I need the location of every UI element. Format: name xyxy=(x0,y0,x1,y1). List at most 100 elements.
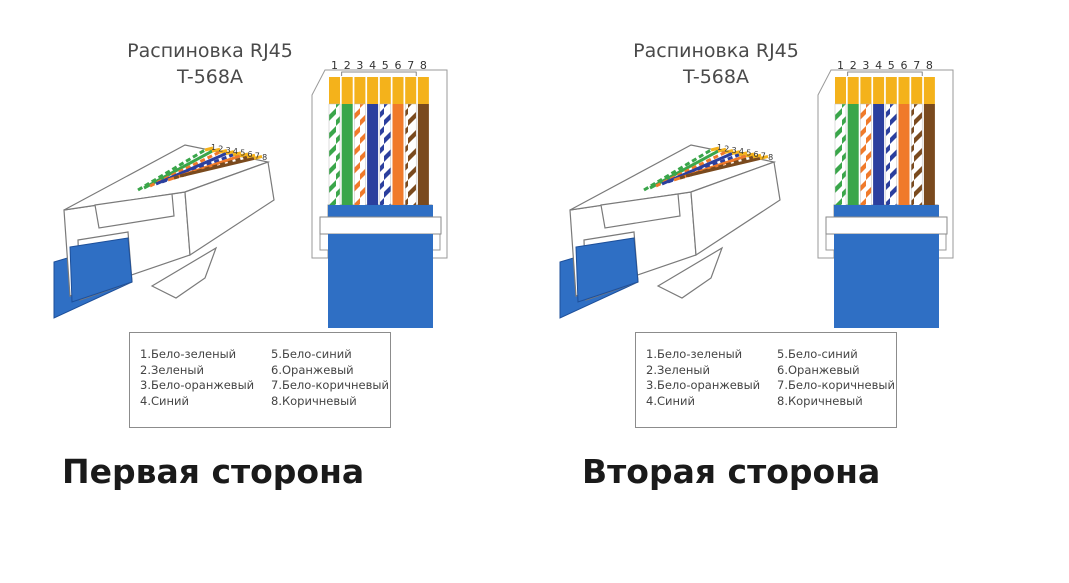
contact-pin-6 xyxy=(898,77,910,104)
plug-pin-number-7: 7 xyxy=(255,151,260,160)
plug-pin-number-8: 8 xyxy=(768,153,773,162)
pin-number-7: 7 xyxy=(913,59,920,72)
plug-pin-number-4: 4 xyxy=(739,147,744,156)
legend-column-right: 5.Бело-синий 6.Оранжевый 7.Бело-коричнев… xyxy=(271,347,389,409)
diagram-title-line1: Распиновка RJ45 xyxy=(127,40,293,62)
pin-bracket xyxy=(341,71,417,76)
contact-pin-1 xyxy=(835,77,846,104)
plug-pin-number-1: 1 xyxy=(211,143,216,152)
plug-pin-number-3: 3 xyxy=(732,146,737,155)
wire-3 xyxy=(354,103,366,207)
plug-contact-7 xyxy=(246,153,256,159)
plug-contact-8 xyxy=(759,154,769,160)
pin-number-2: 2 xyxy=(850,59,857,72)
legend-item: 8.Коричневый xyxy=(777,393,863,408)
legend-item: 6.Оранжевый xyxy=(777,362,860,377)
pin-number-3: 3 xyxy=(356,59,363,72)
plug-contact-5 xyxy=(738,151,748,157)
wire-1 xyxy=(328,103,341,207)
legend-item: 7.Бело-коричневый xyxy=(271,378,389,392)
legend-column-left: 1.Бело-зеленый 2.Зеленый 3.Бело-оранжевы… xyxy=(140,347,254,409)
strain-relief xyxy=(319,216,442,235)
plug-pin-number-8: 8 xyxy=(262,153,267,162)
plug-pin-number-2: 2 xyxy=(218,144,223,153)
wire-8 xyxy=(923,104,935,206)
cable-jacket-top xyxy=(328,205,433,217)
plug-contact-4 xyxy=(225,150,235,156)
pin-number-7: 7 xyxy=(407,59,414,72)
diagram-title: Распиновка RJ45 T-568A xyxy=(100,38,320,90)
pin-number-5: 5 xyxy=(382,59,389,72)
plug-cable-inside xyxy=(69,237,133,303)
diagram-title-line2: T-568A xyxy=(177,66,243,88)
wire-2 xyxy=(341,104,353,206)
wire-5 xyxy=(379,103,392,207)
pin-number-3: 3 xyxy=(862,59,869,72)
wire-6 xyxy=(392,104,404,206)
wire-8 xyxy=(417,104,429,206)
plug-contact-4 xyxy=(731,150,741,156)
plug-contact-3 xyxy=(724,148,734,154)
diagram-title-line2: T-568A xyxy=(683,66,749,88)
plug-contact-3 xyxy=(218,148,228,154)
wire-3 xyxy=(860,103,872,207)
pin-number-8: 8 xyxy=(420,59,427,72)
contact-pin-3 xyxy=(354,77,366,104)
pin-number-6: 6 xyxy=(395,59,402,72)
plug-pin-number-3: 3 xyxy=(226,146,231,155)
legend-item: 5.Бело-синий xyxy=(777,347,858,361)
legend-column-right: 5.Бело-синий 6.Оранжевый 7.Бело-коричнев… xyxy=(777,347,895,409)
plug-wire-8 xyxy=(179,156,255,178)
pin-number-4: 4 xyxy=(875,59,882,72)
cable-jacket xyxy=(328,234,433,328)
legend-item: 4.Синий xyxy=(140,393,189,408)
legend-item: 3.Бело-оранжевый xyxy=(140,378,255,392)
wire-6 xyxy=(898,104,910,206)
legend-item: 7.Бело-коричневый xyxy=(777,378,895,392)
wire-color-legend: 1.Бело-зеленый 2.Зеленый 3.Бело-оранжевы… xyxy=(635,332,897,428)
legend-item: 1.Бело-зеленый xyxy=(140,347,237,361)
contact-pin-6 xyxy=(392,77,404,104)
plug-wire-1 xyxy=(643,148,712,192)
contact-pin-2 xyxy=(341,77,353,104)
plug-pin-number-5: 5 xyxy=(240,149,245,158)
plug-pin-number-2: 2 xyxy=(724,144,729,153)
pin-number-8: 8 xyxy=(926,59,933,72)
plug-pin-number-5: 5 xyxy=(746,149,751,158)
legend-item: 3.Бело-оранжевый xyxy=(646,378,761,392)
legend-item: 8.Коричневый xyxy=(271,393,357,408)
plug-contact-2 xyxy=(211,147,221,153)
contact-pin-3 xyxy=(860,77,872,104)
plug-pin-number-6: 6 xyxy=(248,150,253,159)
plug-pin-number-6: 6 xyxy=(754,150,759,159)
wire-5 xyxy=(885,103,898,207)
side-caption: Вторая сторона xyxy=(582,452,881,491)
contact-pin-2 xyxy=(847,77,859,104)
wire-7 xyxy=(910,103,923,207)
plug-cable-inside xyxy=(575,237,639,303)
plug-contact-5 xyxy=(232,151,242,157)
legend-item: 1.Бело-зеленый xyxy=(646,347,743,361)
plug-contact-1 xyxy=(204,146,214,152)
pin-bracket xyxy=(847,71,923,76)
pin-number-6: 6 xyxy=(901,59,908,72)
plug-wire-2 xyxy=(649,149,719,190)
cable-jacket xyxy=(834,234,939,328)
plug-bottom-clip xyxy=(656,246,724,299)
pin-number-5: 5 xyxy=(888,59,895,72)
plug-pin-number-1: 1 xyxy=(717,143,722,152)
contact-pin-7 xyxy=(911,77,923,104)
plug-wire-2 xyxy=(143,149,213,190)
legend-item: 5.Бело-синий xyxy=(271,347,352,361)
wire-color-legend: 1.Бело-зеленый 2.Зеленый 3.Бело-оранжевы… xyxy=(129,332,391,428)
legend-item: 2.Зеленый xyxy=(646,362,710,377)
contact-pin-4 xyxy=(873,77,885,104)
contact-pin-7 xyxy=(405,77,417,104)
diagram-title-line1: Распиновка RJ45 xyxy=(633,40,799,62)
